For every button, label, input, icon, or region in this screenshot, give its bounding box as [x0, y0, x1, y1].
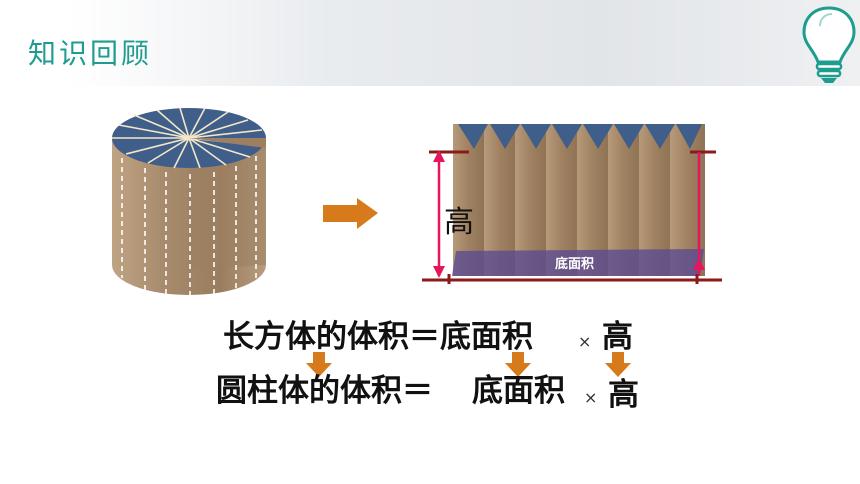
arrow-down-icon — [306, 352, 332, 377]
cylinder-volume-formula: 圆柱体的体积＝ 底面积 × 高 — [0, 374, 860, 414]
cylinder-formula-times: × — [584, 388, 598, 407]
cuboid-formula-lhs: 长方体的体积＝底面积 — [223, 319, 533, 355]
cylinder-formula-mid: 底面积 — [472, 373, 565, 409]
header-band — [0, 0, 860, 86]
cuboid-volume-formula: 长方体的体积＝底面积 × 高 — [0, 320, 860, 360]
lightbulb-icon — [802, 6, 856, 83]
arrow-right-icon — [323, 198, 378, 229]
prism-figure — [422, 124, 722, 284]
height-label: 高 — [444, 205, 474, 240]
cylinder-formula-lhs: 圆柱体的体积＝ — [216, 373, 433, 409]
arrow-down-icon — [505, 352, 531, 377]
base-area-label: 底面积 — [555, 256, 594, 272]
cuboid-formula-times: × — [578, 332, 592, 351]
cylinder-formula-rhs: 高 — [608, 377, 639, 413]
cylinder-figure — [112, 107, 266, 300]
cuboid-formula-rhs: 高 — [602, 319, 633, 355]
page-title: 知识回顾 — [28, 37, 153, 70]
arrow-down-icon — [605, 352, 631, 377]
